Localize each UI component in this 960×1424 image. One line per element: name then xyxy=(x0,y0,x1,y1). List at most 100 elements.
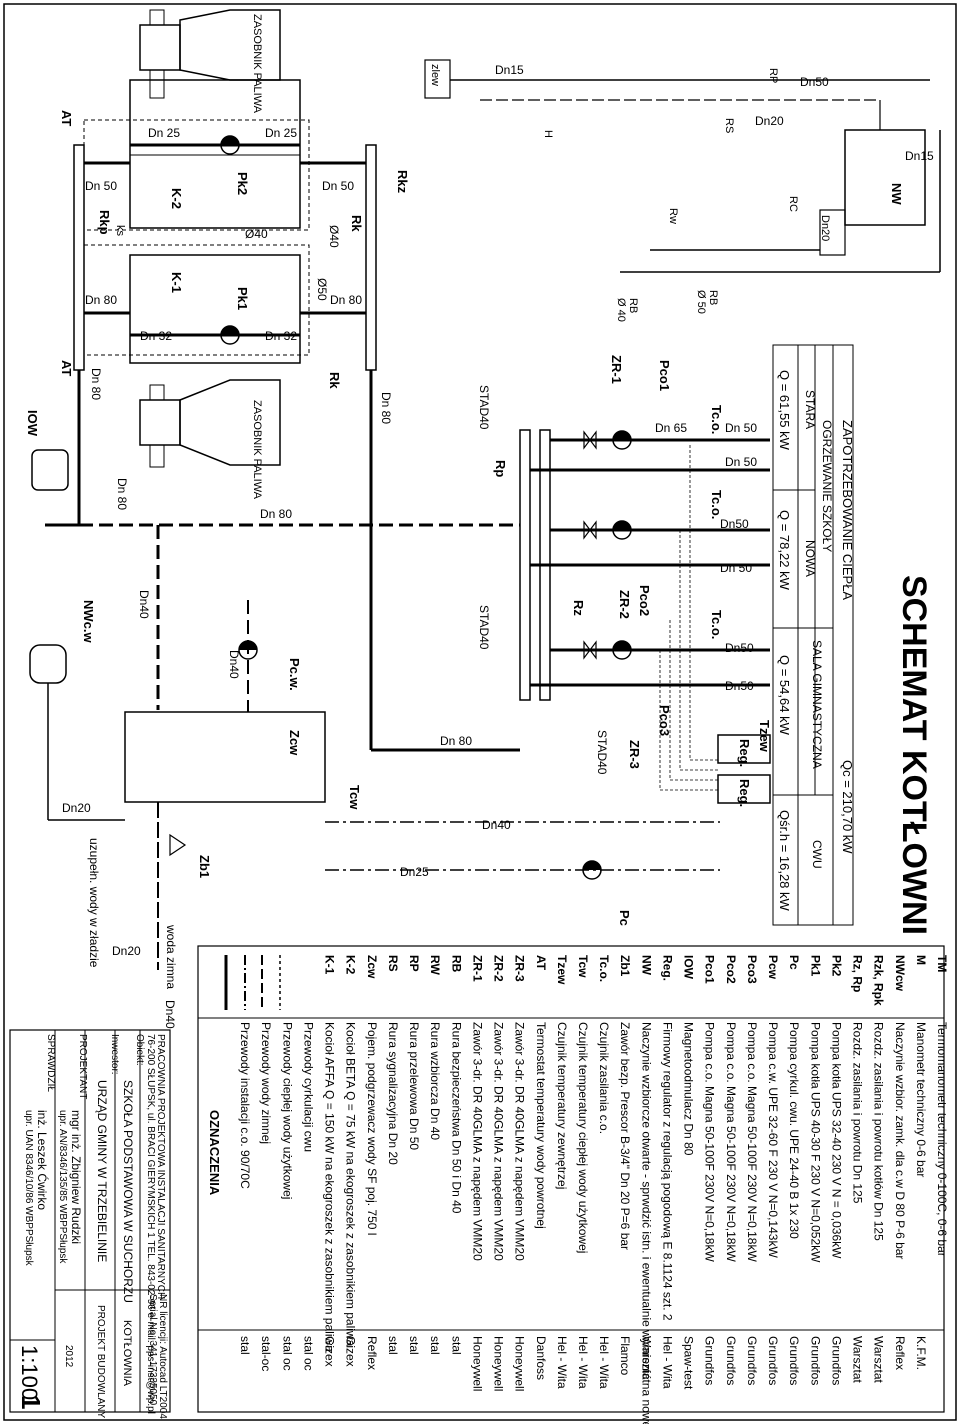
q-gym: Q = 54,64 kW xyxy=(777,655,792,736)
rp-label: Rp xyxy=(493,460,508,477)
cold-water-label: woda zimna xyxy=(164,924,178,989)
h-label: H xyxy=(542,130,554,138)
supply-manifold-rkz xyxy=(365,144,377,371)
legend-symbol: Reg. xyxy=(661,955,675,981)
legend-manufacturer: Hel - Wita xyxy=(576,1336,590,1389)
legend-description: Pompa kotła UPS 40-30 F 230 V N=0,052kW xyxy=(808,1022,822,1263)
legend-manufacturer: Reflex xyxy=(365,1336,379,1370)
sheet-number: 1 xyxy=(16,1395,46,1409)
pump-pco3 xyxy=(583,640,632,660)
pipe-dn20-a: Dn20 xyxy=(62,801,91,815)
legend-description: Zawór 3-dr. DR 40GLMA z napędem VMM20 xyxy=(513,1022,527,1261)
legend-description: Rura wzbiorcza Dn 40 xyxy=(428,1022,442,1140)
pipe-dn50-i: Dn50 xyxy=(725,679,754,693)
legend-manufacturer: Spaw-test xyxy=(682,1336,696,1390)
legend-title: OZNACZENIA xyxy=(207,1110,222,1196)
legend-description: Przewody cyrkulacji cwu xyxy=(302,1022,316,1152)
legend-symbol: Rzk, Rpk xyxy=(872,955,886,1006)
document-stage: PROJEKT BUDOWLANY xyxy=(95,1305,106,1418)
legend-symbol: Pk1 xyxy=(808,955,822,977)
pump-pco2 xyxy=(583,520,632,540)
pipe-dn50-h: Dn50 xyxy=(725,641,754,655)
legend-symbol: ZR-1 xyxy=(470,955,484,982)
pipe-dn40-c: Dn40 xyxy=(482,818,511,832)
legend-symbol: NWcw xyxy=(893,955,907,992)
pipe-dn50-b: Dn 50 xyxy=(322,179,354,193)
zlew-label: zlew xyxy=(429,64,441,86)
pipe-dn80-a: Dn 80 xyxy=(85,293,117,307)
pump-pco1 xyxy=(583,430,632,450)
cwu-label: CWU xyxy=(810,840,824,869)
pipe-dn32-a: Dn 32 xyxy=(140,329,172,343)
legend-line-samples xyxy=(224,955,281,1010)
legend-manufacturer: stal-oc xyxy=(259,1336,273,1371)
zr3-label: ZR-3 xyxy=(627,740,642,769)
boiler-thermostat-links xyxy=(83,119,310,356)
old-building-label: STARA xyxy=(803,390,817,429)
legend-description: Kocioł AFFA Q = 150 kW na ekogroszek z z… xyxy=(323,1022,337,1352)
office-address: 76-200 SŁUPSK, ul. BRACI GIERYMSKICH 1 T… xyxy=(145,1034,156,1414)
legend-manufacturer: Grundfos xyxy=(703,1336,717,1385)
iow-label: IOW xyxy=(25,410,40,437)
boiler-k1-label: K-1 xyxy=(169,272,184,293)
q-old: Q = 61,55 kW xyxy=(777,370,792,451)
designer-caption: PROJEKTANT xyxy=(77,1034,88,1099)
pipe-dn65: Dn 65 xyxy=(655,421,687,435)
return-manifold-rp xyxy=(519,429,531,701)
controllers: Reg. Reg. Tzew xyxy=(659,445,772,807)
pipe-d50-a: Ø50 xyxy=(315,278,329,301)
pco3-label: Pco3 xyxy=(657,705,672,736)
main-pipes xyxy=(45,370,520,752)
boiler-k2: K-2 Pk2 xyxy=(129,79,301,229)
checker-name: inż. Leszek Ćwirko xyxy=(35,1110,50,1210)
legend-manufacturer: Grundfos xyxy=(745,1336,759,1385)
object-caption: Obiekt: xyxy=(134,1034,145,1066)
pipe-dn50-a: Dn 50 xyxy=(85,179,117,193)
legend-symbol: ZR-3 xyxy=(513,955,527,982)
expansion-vessel-nw: NW RC RS RP RB RB Rw Ø 40 Ø 50 Dn20 Dn20… xyxy=(495,63,934,322)
legend-description: Przewody wody zimnej xyxy=(259,1022,273,1144)
rkp-label: Rkp xyxy=(97,210,112,235)
legend-symbol: RB xyxy=(449,955,463,973)
school-heating-label: OGRZEWANIE SZKOŁY xyxy=(820,420,834,552)
boiler-k1: K-1 Pk1 xyxy=(129,254,301,364)
dhw-heater-zcw: Zcw Tcw xyxy=(124,711,362,810)
legend-description: Czujnik temperatury ciepłej wody użytkow… xyxy=(576,1022,590,1253)
tco1-label: Tc.o. xyxy=(709,405,724,434)
legend-description: Manometr techniczny 0-6 bar xyxy=(914,1022,928,1177)
legend-manufacturer: stal xyxy=(386,1336,400,1355)
legend-manufacturer: Honeywell xyxy=(470,1336,484,1391)
pipe-dn25-a: Dn 25 xyxy=(148,126,180,140)
title-block: PRACOWNIA PROJEKTOWA INSTALACJI SANITARN… xyxy=(9,1029,171,1419)
legend-description: Naczynie wzbior. zamk. dla c.w D 80 P-6 … xyxy=(893,1022,907,1259)
safety-valve-zb1: Zb1 xyxy=(169,833,212,878)
pipe-dn32-b: Dn 32 xyxy=(265,329,297,343)
pc-label: Pc xyxy=(617,910,632,926)
legend-manufacturer: Reflex xyxy=(893,1336,907,1370)
fuel-hopper-top-label: ZASOBNIK PALIWA xyxy=(251,14,263,114)
legend-description: Zawór bezp. Prescor B-3/4" Dn 20 P=6 bar xyxy=(618,1022,632,1250)
legend-symbol: K-2 xyxy=(344,955,358,975)
legend-manufacturer: Warsztat xyxy=(639,1336,653,1384)
legend-description: Kocioł BETA Q = 75 kW na ekogroszek z za… xyxy=(344,1022,358,1347)
legend-manufacturer: Grundfos xyxy=(829,1336,843,1385)
nw-label: NW xyxy=(889,183,904,205)
legend-manufacturer: stal oc xyxy=(280,1336,294,1371)
refill-label: uzupełn. wody w zładzie xyxy=(87,838,101,968)
dhw-expansion-vessel: NWc.w xyxy=(29,600,96,684)
fuel-hopper-bottom-label: ZASOBNIK PALIWA xyxy=(251,400,263,500)
pump-pk1-label: Pk1 xyxy=(235,287,250,310)
zr1-label: ZR-1 xyxy=(609,355,624,384)
legend-symbol: TM xyxy=(935,955,949,972)
pipe-dn15-a: Dn15 xyxy=(495,63,524,77)
legend-description: Rozdz. zasilania i powrotu Dn 125 xyxy=(851,1022,865,1204)
pipe-d40-a: Ø40 xyxy=(245,227,268,241)
legend-description: Rura bezpieczeństwa Dn 50 i Dn 40 xyxy=(449,1022,463,1214)
license-no: NR licencji: Autocad LT2004 xyxy=(157,1294,168,1419)
boiler-k2-label: K-2 xyxy=(169,188,184,209)
new-building-label: NOWA xyxy=(803,540,817,577)
sink-zlew: zlew xyxy=(424,59,451,99)
